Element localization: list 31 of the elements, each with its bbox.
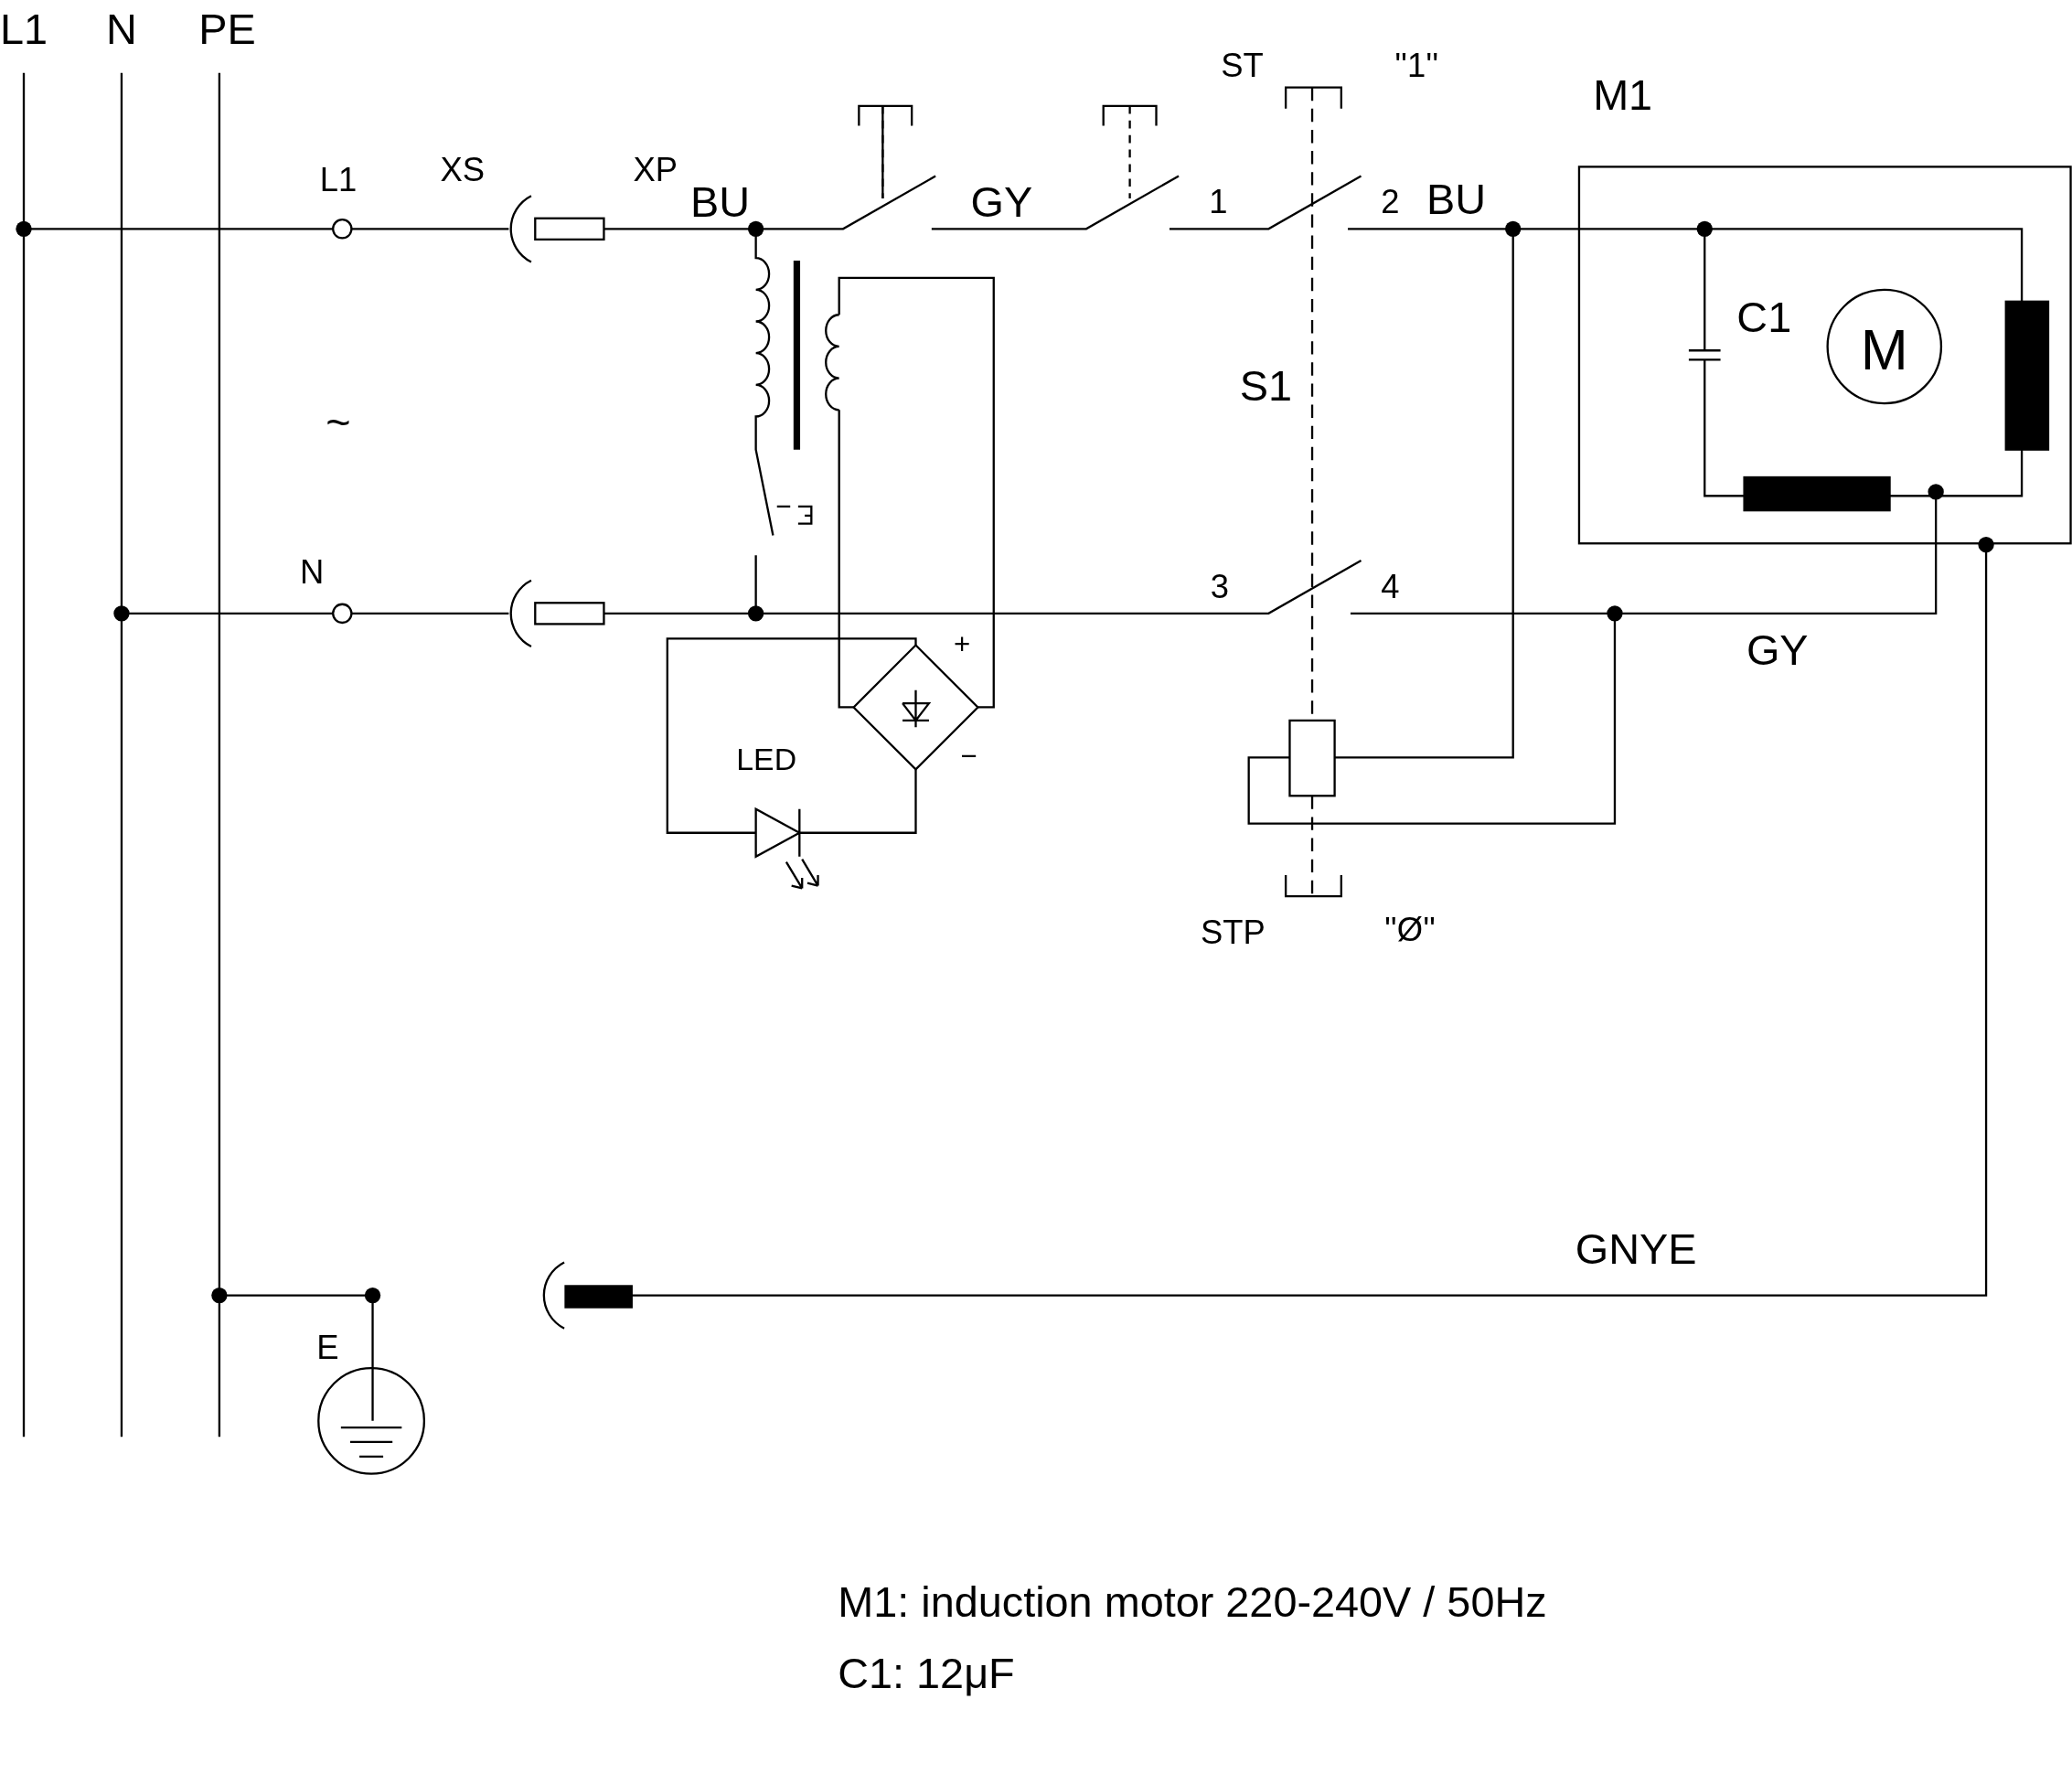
polarity-sign: − (960, 742, 977, 771)
component-note: C1: 12μF (838, 1651, 1015, 1694)
polarity-sign: + (953, 630, 971, 659)
wire-color-label: GY (970, 180, 1033, 224)
bus-label: N (106, 7, 137, 51)
contact-number: 3 (1210, 570, 1229, 604)
button-label: ST (1221, 49, 1264, 83)
connector-label: XP (633, 154, 678, 187)
position-label: ''Ø'' (1383, 914, 1437, 947)
contact-number: 2 (1381, 185, 1400, 219)
wire-color-label: BU (1426, 177, 1487, 221)
terminal-label: N (299, 555, 325, 589)
wire-color-label: BU (690, 180, 751, 224)
component-label: LED (736, 744, 797, 775)
component-label: C1 (1736, 295, 1792, 339)
wire-color-label: GNYE (1575, 1227, 1697, 1271)
motor-symbol-label: M (1860, 320, 1908, 378)
wire-color-label: GY (1746, 628, 1809, 672)
ac-symbol: ~ (326, 401, 351, 444)
contact-number: 4 (1381, 570, 1400, 604)
terminal-label: L1 (319, 163, 358, 197)
connector-label: XS (440, 154, 486, 187)
button-label: STP (1200, 916, 1266, 950)
component-label: S1 (1239, 364, 1293, 408)
component-label: M1 (1593, 73, 1653, 117)
component-note: M1: induction motor 220-240V / 50Hz (838, 1580, 1547, 1623)
earth-label: E (316, 1330, 339, 1365)
position-label: ''1'' (1394, 49, 1439, 83)
contact-number: 1 (1209, 185, 1228, 219)
bus-label: PE (198, 7, 256, 51)
bus-label: L1 (0, 7, 48, 51)
